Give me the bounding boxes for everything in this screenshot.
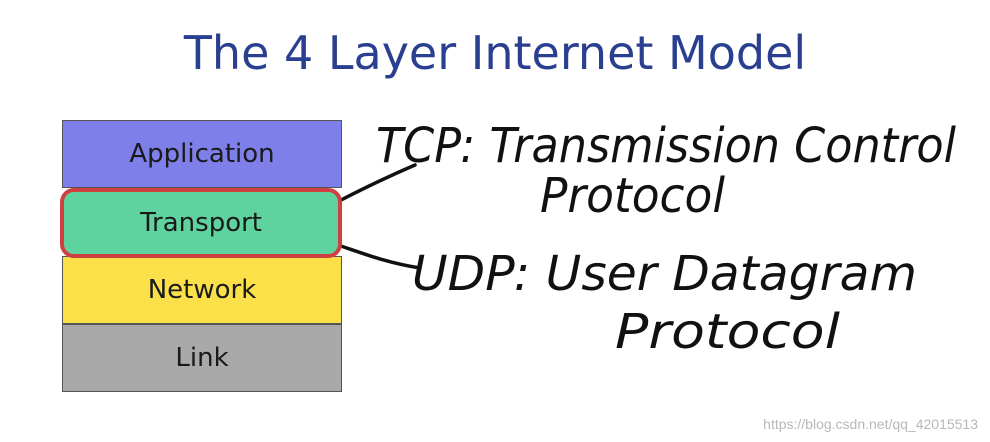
layer-network: Network: [62, 256, 342, 324]
layer-transport-label: Transport: [139, 208, 262, 238]
watermark: https://blog.csdn.net/qq_42015513: [763, 416, 978, 432]
layer-link: Link: [62, 324, 342, 392]
tcp-annotation-line2: Protocol: [540, 168, 726, 224]
layer-transport: Transport: [60, 188, 342, 258]
udp-annotation-line1: UDP: User Datagram: [412, 246, 917, 302]
layer-application-label: Application: [129, 139, 275, 169]
layer-link-label: Link: [175, 343, 229, 373]
tcp-annotation-line1: TCP: Transmission Control: [376, 118, 957, 174]
udp-annotation-line2: Protocol: [615, 304, 841, 360]
layer-application: Application: [62, 120, 342, 188]
layer-network-label: Network: [147, 275, 257, 305]
diagram-title: The 4 Layer Internet Model: [183, 26, 807, 80]
layer-stack: Application Transport Network Link: [60, 120, 342, 394]
